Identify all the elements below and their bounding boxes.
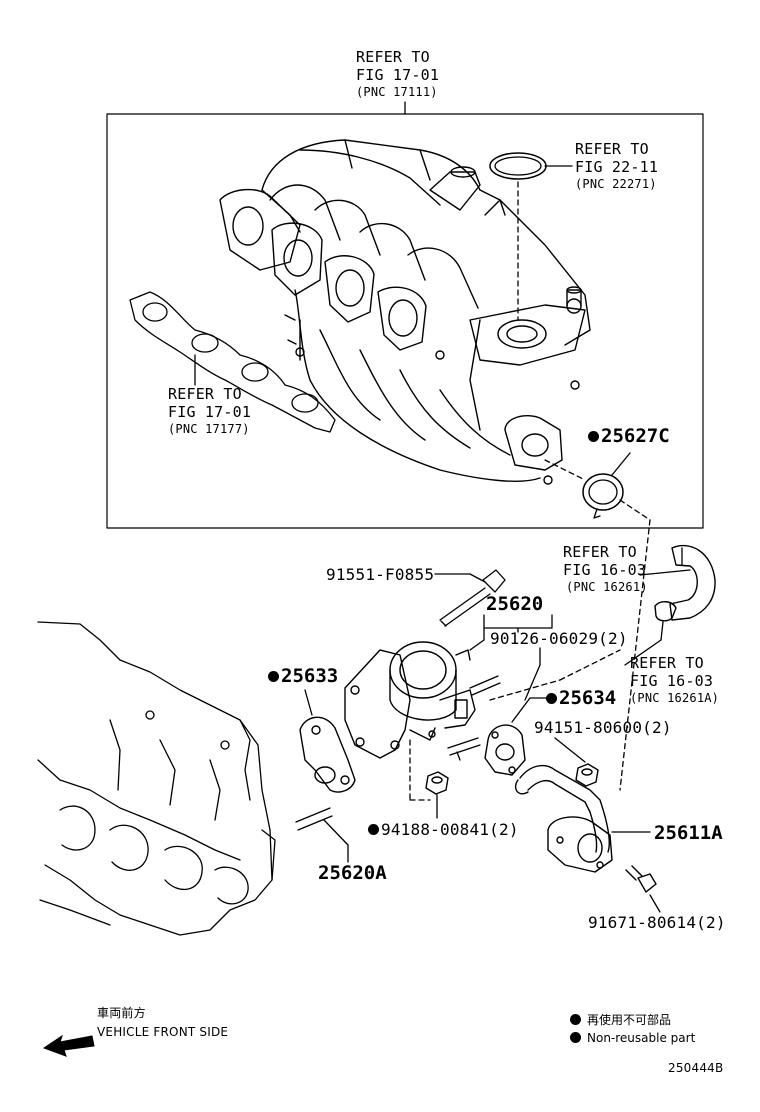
intake-gasket [129,291,336,433]
ref-ring-pnc: (PNC 22271) [575,177,657,191]
part-25627c: 25627C [588,425,670,447]
part-90126: 90126-06029(2) [490,629,628,648]
stud-25620a [295,807,333,831]
ref-hose-line2: FIG 16-03 [563,561,647,579]
diagram-id: 250444B [668,1061,724,1075]
legend-jp: 再使用不可部品 [570,1011,671,1028]
part-94151: 94151-80600(2) [534,718,672,737]
vehicle-front-en: VEHICLE FRONT SIDE [97,1025,229,1039]
front-direction-arrow-icon [42,1034,95,1057]
legend-en: Non-reusable part [570,1031,695,1045]
ref-gasket-pnc: (PNC 17177) [168,422,250,436]
bolt-91671 [625,865,657,893]
part-25634: 25634 [546,687,616,709]
ref-ring-line2: FIG 22-11 [575,158,659,176]
bolt-91551 [439,569,506,627]
part-25611a: 25611A [654,822,723,844]
gasket-25634 [484,724,526,776]
non-reusable-dot-icon [268,671,279,682]
ref-gasket-line2: FIG 17-01 [168,403,252,421]
intake-manifold [219,139,591,485]
part-25620a: 25620A [318,862,387,884]
part-25633: 25633 [268,665,338,687]
nut-94188 [425,771,449,795]
egr-valve [344,641,476,759]
hose-clamp [654,601,677,622]
non-reusable-dot-icon [546,693,557,704]
part-94188: 94188-00841(2) [368,820,519,839]
non-reusable-dot-icon [588,431,599,442]
part-91551: 91551-F0855 [326,565,435,584]
non-reusable-dot-icon [570,1014,581,1025]
ref-ring-line1: REFER TO [575,140,649,158]
ref-hose-pnc: (PNC 16261) [566,580,648,594]
ref-gasket-line1: REFER TO [168,385,242,403]
non-reusable-dot-icon [570,1032,581,1043]
ref-top-pnc: (PNC 17111) [356,85,438,99]
gasket-25633 [299,716,356,793]
non-reusable-dot-icon [368,824,379,835]
ref-top-line2: FIG 17-01 [356,66,440,84]
vehicle-front-jp: 車両前方 [97,1006,146,1020]
nut-94151 [575,763,599,787]
ref-top-line1: REFER TO [356,48,430,66]
part-25620: 25620 [486,593,544,615]
ref-hose-line1: REFER TO [563,543,637,561]
ref-clamp-pnc: (PNC 16261A) [630,691,720,705]
egr-pipe-25611a [514,764,613,873]
gasket-25627c [582,473,624,511]
engine-block [37,621,276,936]
ref-clamp-line2: FIG 16-03 [630,672,714,690]
ref-clamp-line1: REFER TO [630,654,704,672]
water-hose [669,544,716,621]
part-91671: 91671-80614(2) [588,913,726,932]
